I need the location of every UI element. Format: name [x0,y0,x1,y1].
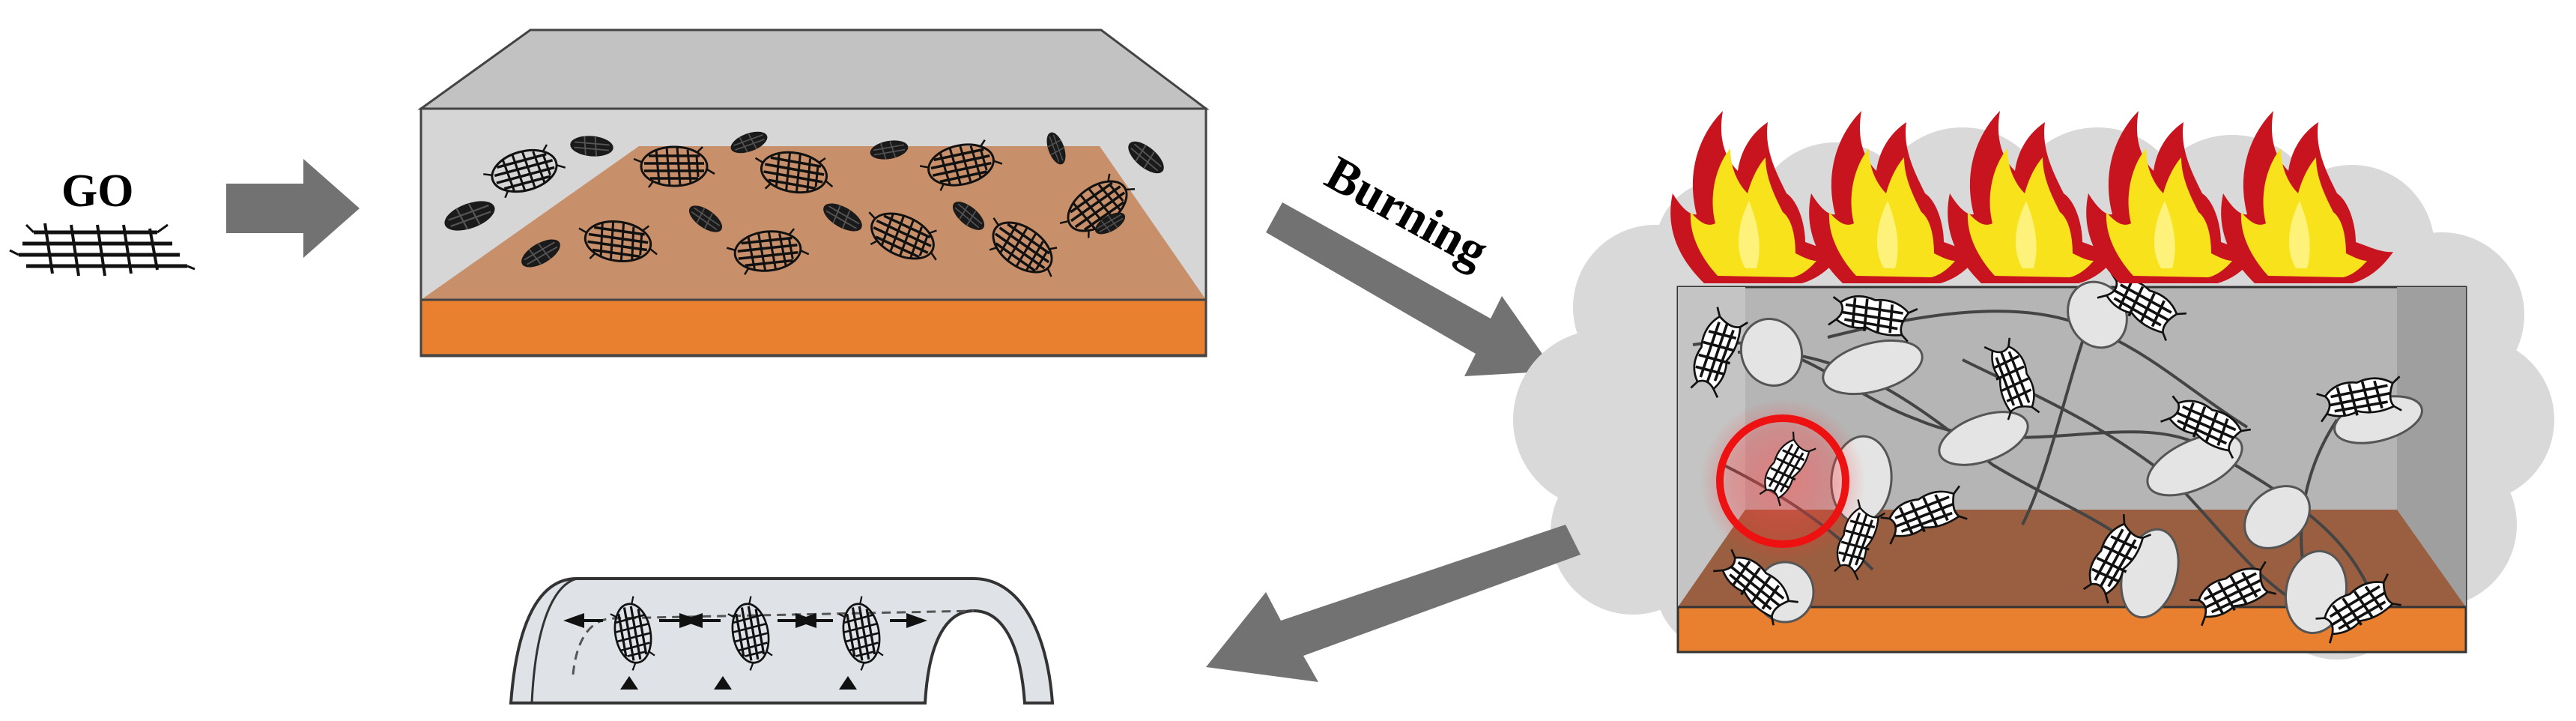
highlight-ring [1700,399,1865,564]
tube-section [509,577,1055,705]
go-label: GO [61,166,133,217]
arrow-down-left-icon [1206,525,1581,682]
coated-substrate-box [417,28,1210,358]
go-sheet-icon [9,223,196,277]
compressed-graphene-3 [795,593,927,690]
burning-arrow-icon [1266,202,1554,376]
arrow-right-icon [226,159,360,258]
flames [1670,111,2393,283]
